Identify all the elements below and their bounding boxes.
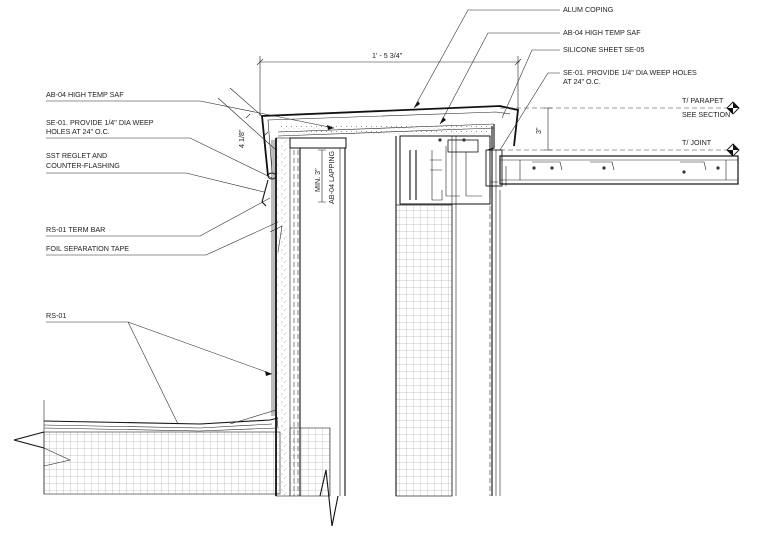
cmu-backup-wall xyxy=(395,136,457,497)
roof-insulation-block xyxy=(13,400,281,495)
ab04-top-label: AB-04 HIGH TEMP SAF xyxy=(563,28,641,37)
parapet-offset-text: 3" xyxy=(534,127,543,134)
sill-insulation-block xyxy=(289,427,331,497)
callout-foil: FOIL SEPARATION TAPE xyxy=(46,221,279,256)
callout-ab04-top: AB-04 HIGH TEMP SAF xyxy=(439,28,641,125)
coping-height-text: 4 1/8" xyxy=(237,129,246,148)
term-bar-label: RS-01 TERM BAR xyxy=(46,225,105,234)
t-parapet-label: T/ PARAPET xyxy=(682,96,724,105)
top-of-wall-framing xyxy=(399,135,491,205)
parapet-framing-cavity xyxy=(289,137,347,496)
lap-dimension: MIN. 3" AB-04 LAPPING xyxy=(313,149,336,204)
callout-ab04-left: AB-04 HIGH TEMP SAF xyxy=(46,90,335,130)
width-dimension: 1' - 5 3/4" xyxy=(256,51,522,116)
callout-silicone: SILICONE SHEET SE-05 xyxy=(501,45,644,119)
silicone-label: SILICONE SHEET SE-05 xyxy=(563,45,644,54)
rs01-label: RS-01 xyxy=(46,311,66,320)
callout-term-bar: RS-01 TERM BAR xyxy=(46,197,271,237)
callout-reglet: SST REGLET AND COUNTER-FLASHING xyxy=(46,151,265,193)
datum-diamond-icon xyxy=(726,101,740,115)
callout-se01-left: SE-01. PROVIDE 1/4" DIA WEEP HOLES AT 24… xyxy=(46,118,273,179)
level-t-joint: T/ JOINT xyxy=(500,138,740,157)
datum-diamond-icon xyxy=(726,143,740,157)
foil-label: FOIL SEPARATION TAPE xyxy=(46,244,129,253)
alum-coping-label: ALUM COPING xyxy=(563,5,614,14)
canopy-beam xyxy=(499,155,739,185)
lap-text: MIN. 3" xyxy=(313,168,322,192)
callout-se01-right: SE-01. PROVIDE 1/4" DIA WEEP HOLES AT 24… xyxy=(499,68,697,151)
se01-right-label-2: AT 24" O.C. xyxy=(563,77,601,86)
break-line xyxy=(319,469,339,527)
t-joint-label: T/ JOINT xyxy=(682,138,712,147)
se01-left-label-1: SE-01. PROVIDE 1/4" DIA WEEP xyxy=(46,118,154,127)
lap-note-text: AB-04 LAPPING xyxy=(327,150,336,204)
reglet-label-1: SST REGLET AND xyxy=(46,151,107,160)
coping-height-dimension: 4 1/8" xyxy=(217,87,277,151)
se01-left-label-2: HOLES AT 24" O.C. xyxy=(46,127,110,136)
ab04-left-label: AB-04 HIGH TEMP SAF xyxy=(46,90,124,99)
se01-right-label-1: SE-01. PROVIDE 1/4" DIA WEEP HOLES xyxy=(563,68,697,77)
reglet-label-2: COUNTER-FLASHING xyxy=(46,161,120,170)
width-dimension-text: 1' - 5 3/4" xyxy=(372,51,403,60)
roof-membrane-rs01 xyxy=(43,417,279,432)
level-t-parapet: T/ PARAPET SEE SECTION xyxy=(500,96,740,119)
callout-rs01: RS-01 xyxy=(46,311,273,425)
callout-alum-coping: ALUM COPING xyxy=(413,5,614,109)
storefront-mullion xyxy=(485,126,507,496)
parapet-offset-dimension: 3" xyxy=(534,107,552,151)
see-section-label: SEE SECTION xyxy=(682,110,730,119)
